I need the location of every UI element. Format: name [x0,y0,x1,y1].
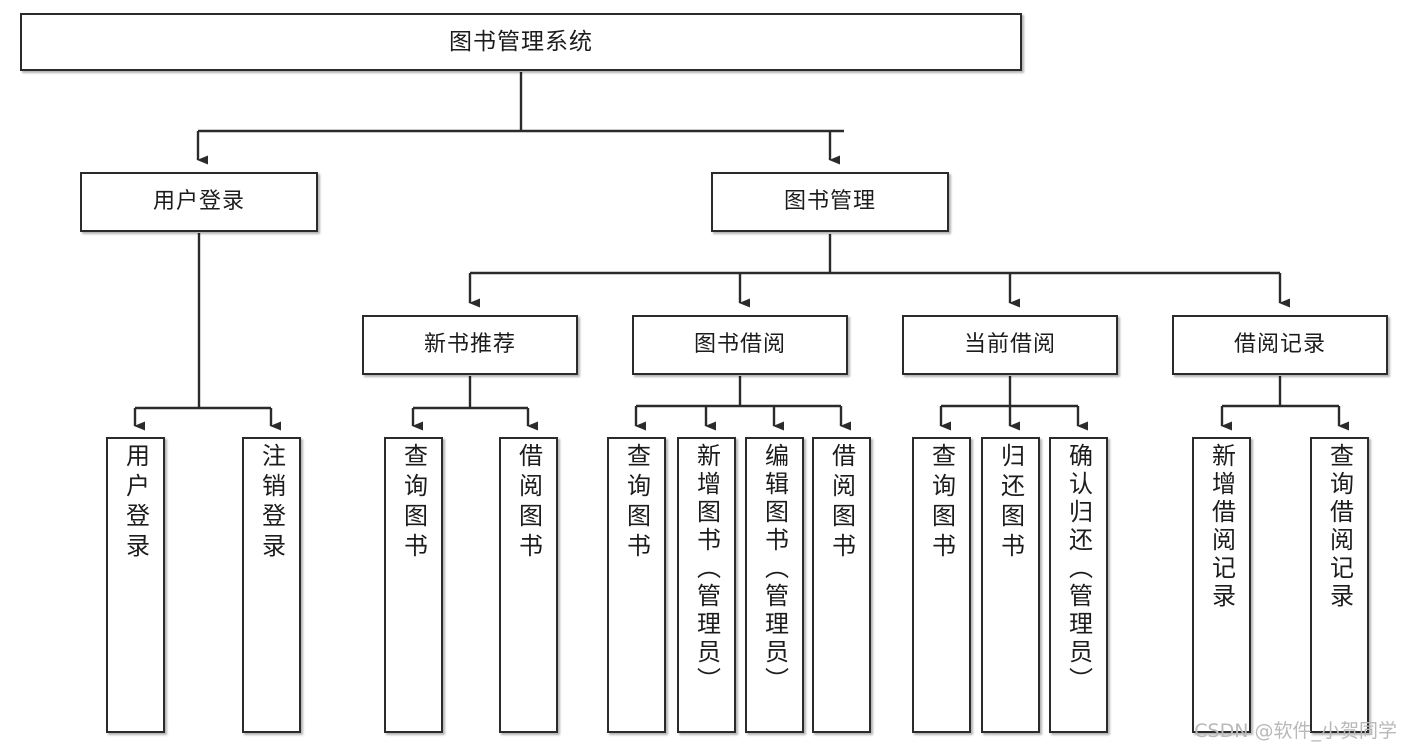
leaf-borrow-add-book-admin[interactable]: 新增图书（管理员） [677,437,736,733]
node-label: 查询图书 [399,443,428,563]
leaf-borrow-query-book[interactable]: 查询图书 [607,437,666,733]
node-label: 图书借阅 [693,332,786,358]
leaf-borrow-edit-book-admin[interactable]: 编辑图书（管理员） [745,437,804,733]
leaf-recommend-borrow-book[interactable]: 借阅图书 [499,437,558,733]
node-user-login[interactable]: 用户登录 [80,172,318,232]
node-label: 新增借阅记录 [1207,443,1236,611]
node-label: 新书推荐 [423,332,516,358]
node-label: 用户登录 [121,443,150,563]
node-label: 用户登录 [152,189,245,215]
node-label: 查询图书 [927,443,956,563]
node-label: 借阅图书 [827,443,856,563]
node-label: 图书管理系统 [449,28,593,55]
node-label: 确认归还（管理员） [1064,443,1093,695]
leaf-borrow-borrow-book[interactable]: 借阅图书 [812,437,871,733]
node-root-system[interactable]: 图书管理系统 [20,13,1022,71]
node-label: 借阅记录 [1233,332,1326,358]
node-label: 查询借阅记录 [1325,443,1354,611]
leaf-record-query-record[interactable]: 查询借阅记录 [1310,437,1369,733]
leaf-user-login-login[interactable]: 用户登录 [106,437,165,733]
node-new-book-recommend[interactable]: 新书推荐 [362,315,578,375]
leaf-record-add-record[interactable]: 新增借阅记录 [1192,437,1251,733]
leaf-user-login-logout[interactable]: 注销登录 [242,437,301,733]
node-label: 借阅图书 [514,443,543,563]
leaf-current-return-book[interactable]: 归还图书 [981,437,1040,733]
watermark: CSDN @软件_小贺同学 [1194,720,1397,742]
node-label: 注销登录 [257,443,286,563]
node-label: 当前借阅 [963,332,1056,358]
node-label: 归还图书 [996,443,1025,563]
leaf-current-confirm-return-admin[interactable]: 确认归还（管理员） [1049,437,1108,733]
node-book-borrow[interactable]: 图书借阅 [632,315,848,375]
node-label: 编辑图书（管理员） [760,443,789,695]
node-borrow-record[interactable]: 借阅记录 [1172,315,1388,375]
node-label: 查询图书 [622,443,651,563]
node-current-borrow[interactable]: 当前借阅 [902,315,1118,375]
node-book-management[interactable]: 图书管理 [711,172,949,232]
leaf-recommend-query-book[interactable]: 查询图书 [384,437,443,733]
node-label: 新增图书（管理员） [692,443,721,695]
node-label: 图书管理 [783,189,876,215]
leaf-current-query-book[interactable]: 查询图书 [912,437,971,733]
